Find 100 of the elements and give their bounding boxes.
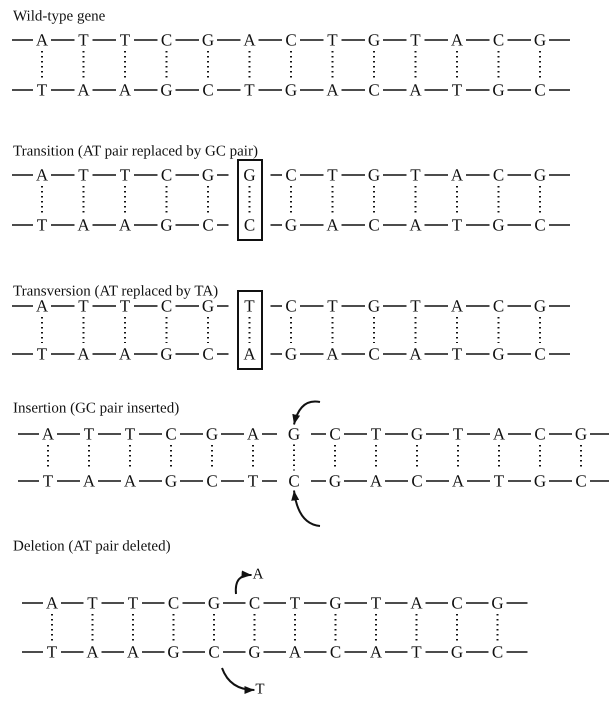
base-letter: G	[160, 346, 173, 362]
curved-arrow	[221, 668, 254, 694]
base-letter: A	[288, 644, 302, 660]
base-letter: G	[202, 32, 214, 48]
base-letter: C	[288, 472, 300, 490]
base-letter: T	[42, 472, 54, 490]
base-letter: A	[86, 644, 99, 660]
base-letter: A	[77, 82, 90, 98]
base-letter: G	[284, 346, 298, 362]
base-letter: G	[206, 426, 218, 442]
base-letter: T	[452, 82, 462, 98]
base-letter: G	[202, 166, 214, 184]
base-letter: T	[36, 82, 48, 98]
base-letter: C	[534, 216, 546, 234]
base-letter: G	[243, 166, 256, 184]
hydrogen-bond	[293, 444, 295, 470]
base-letter: A	[409, 82, 422, 98]
base-letter: A	[246, 426, 260, 442]
base-letter: C	[534, 426, 546, 442]
base-letter: G	[368, 298, 380, 314]
base-letter: G	[160, 82, 173, 98]
base-letter: A	[82, 472, 96, 490]
base-letter: C	[285, 166, 297, 184]
base-letter: A	[36, 32, 48, 48]
base-letter: A	[243, 32, 256, 48]
base-letter: T	[36, 346, 48, 362]
base-letter: A	[42, 426, 54, 442]
base-letter: C	[451, 594, 463, 612]
base-letter: A	[118, 346, 132, 362]
base-letter: G	[410, 426, 424, 442]
base-letter: A	[492, 426, 506, 442]
base-letter: A	[409, 346, 422, 362]
base-letter: T	[78, 298, 89, 314]
base-letter: C	[368, 346, 380, 362]
base-letter: C	[160, 166, 172, 184]
base-letter: T	[452, 216, 462, 234]
section-heading: Transversion (AT replaced by TA)	[13, 284, 218, 300]
base-letter: T	[290, 594, 300, 612]
base-letter: C	[165, 426, 177, 442]
base-letter: C	[285, 32, 297, 48]
base-letter: G	[167, 644, 180, 660]
base-letter: T	[410, 32, 421, 48]
base-letter: T	[327, 32, 338, 48]
base-letter: T	[244, 298, 255, 314]
base-letter: C	[492, 32, 504, 48]
base-letter: C	[330, 644, 342, 660]
base-letter: T	[120, 166, 130, 184]
base-letter: T	[327, 166, 338, 184]
base-letter: T	[410, 298, 421, 314]
section-heading: Insertion (GC pair inserted)	[13, 400, 180, 418]
base-letter: G	[534, 166, 546, 184]
base-letter: G	[164, 472, 178, 490]
base-letter: A	[370, 644, 382, 660]
base-letter: T	[120, 298, 130, 314]
highlight-box	[236, 159, 262, 241]
base-letter: C	[534, 82, 546, 98]
base-letter: G	[284, 216, 298, 234]
base-letter: A	[450, 298, 464, 314]
base-letter: A	[326, 82, 339, 98]
base-letter: G	[492, 82, 505, 98]
base-letter: T	[370, 594, 382, 612]
base-letter: A	[46, 594, 58, 612]
base-letter: G	[368, 166, 380, 184]
base-letter: A	[450, 166, 464, 184]
curved-arrow	[292, 400, 320, 425]
base-letter: C	[492, 166, 504, 184]
curved-arrow	[234, 570, 252, 594]
base-letter: C	[202, 346, 214, 362]
base-letter: C	[492, 298, 504, 314]
base-letter: C	[202, 82, 214, 98]
base-letter: G	[208, 594, 220, 612]
base-letter: T	[36, 216, 48, 234]
base-letter: G	[534, 298, 546, 314]
base-letter: T	[248, 472, 258, 490]
base-letter: T	[327, 298, 338, 314]
base-letter: A	[126, 644, 140, 660]
base-letter: A	[326, 346, 339, 362]
base-letter: T	[128, 594, 138, 612]
base-letter: C	[206, 472, 218, 490]
base-letter: T	[255, 682, 265, 698]
base-letter: C	[285, 298, 297, 314]
base-letter: G	[160, 216, 173, 234]
section-heading: Transition (AT pair replaced by GC pair)	[13, 144, 258, 160]
base-letter: G	[491, 594, 504, 612]
base-letter: G	[288, 426, 300, 442]
base-letter: G	[534, 472, 546, 490]
base-letter: G	[328, 472, 342, 490]
base-letter: G	[202, 298, 214, 314]
base-letter: C	[492, 644, 504, 660]
base-letter: A	[370, 472, 382, 490]
base-letter: T	[452, 346, 462, 362]
highlight-box	[236, 290, 262, 370]
base-letter: G	[574, 426, 588, 442]
base-letter: T	[410, 166, 421, 184]
base-letter: T	[87, 594, 98, 612]
base-letter: G	[248, 644, 261, 660]
base-letter: C	[208, 644, 220, 660]
base-letter: A	[118, 216, 132, 234]
base-letter: A	[410, 594, 423, 612]
base-letter: A	[252, 566, 264, 584]
